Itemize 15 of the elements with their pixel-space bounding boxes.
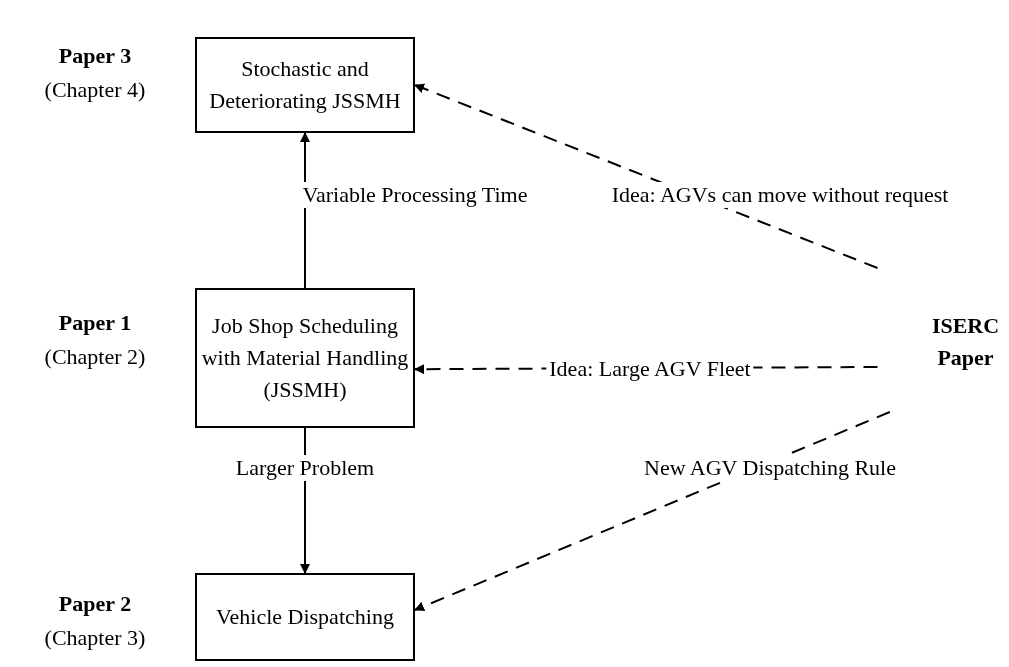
process-box — [195, 573, 415, 661]
paper-label: Paper 2 — [57, 590, 133, 618]
chapter-label: (Chapter 3) — [43, 624, 147, 652]
box-text: Vehicle Dispatching — [216, 603, 394, 632]
box-text: Stochastic and Deteriorating JSSMH — [208, 55, 402, 115]
edge-label: New AGV Dispatching Rule — [641, 455, 899, 481]
source-label: ISERC Paper — [930, 312, 1001, 372]
chapter-label: (Chapter 2) — [43, 343, 147, 371]
paper-label: Paper 3 — [57, 42, 133, 70]
box-text: Job Shop Scheduling with Material Handling (JSSMH) — [200, 312, 410, 404]
chapter-label: (Chapter 4) — [43, 76, 147, 104]
process-box — [195, 37, 415, 133]
paper-label: Paper 1 — [57, 309, 133, 337]
process-box — [195, 288, 415, 428]
dashed-arrow — [414, 83, 879, 269]
